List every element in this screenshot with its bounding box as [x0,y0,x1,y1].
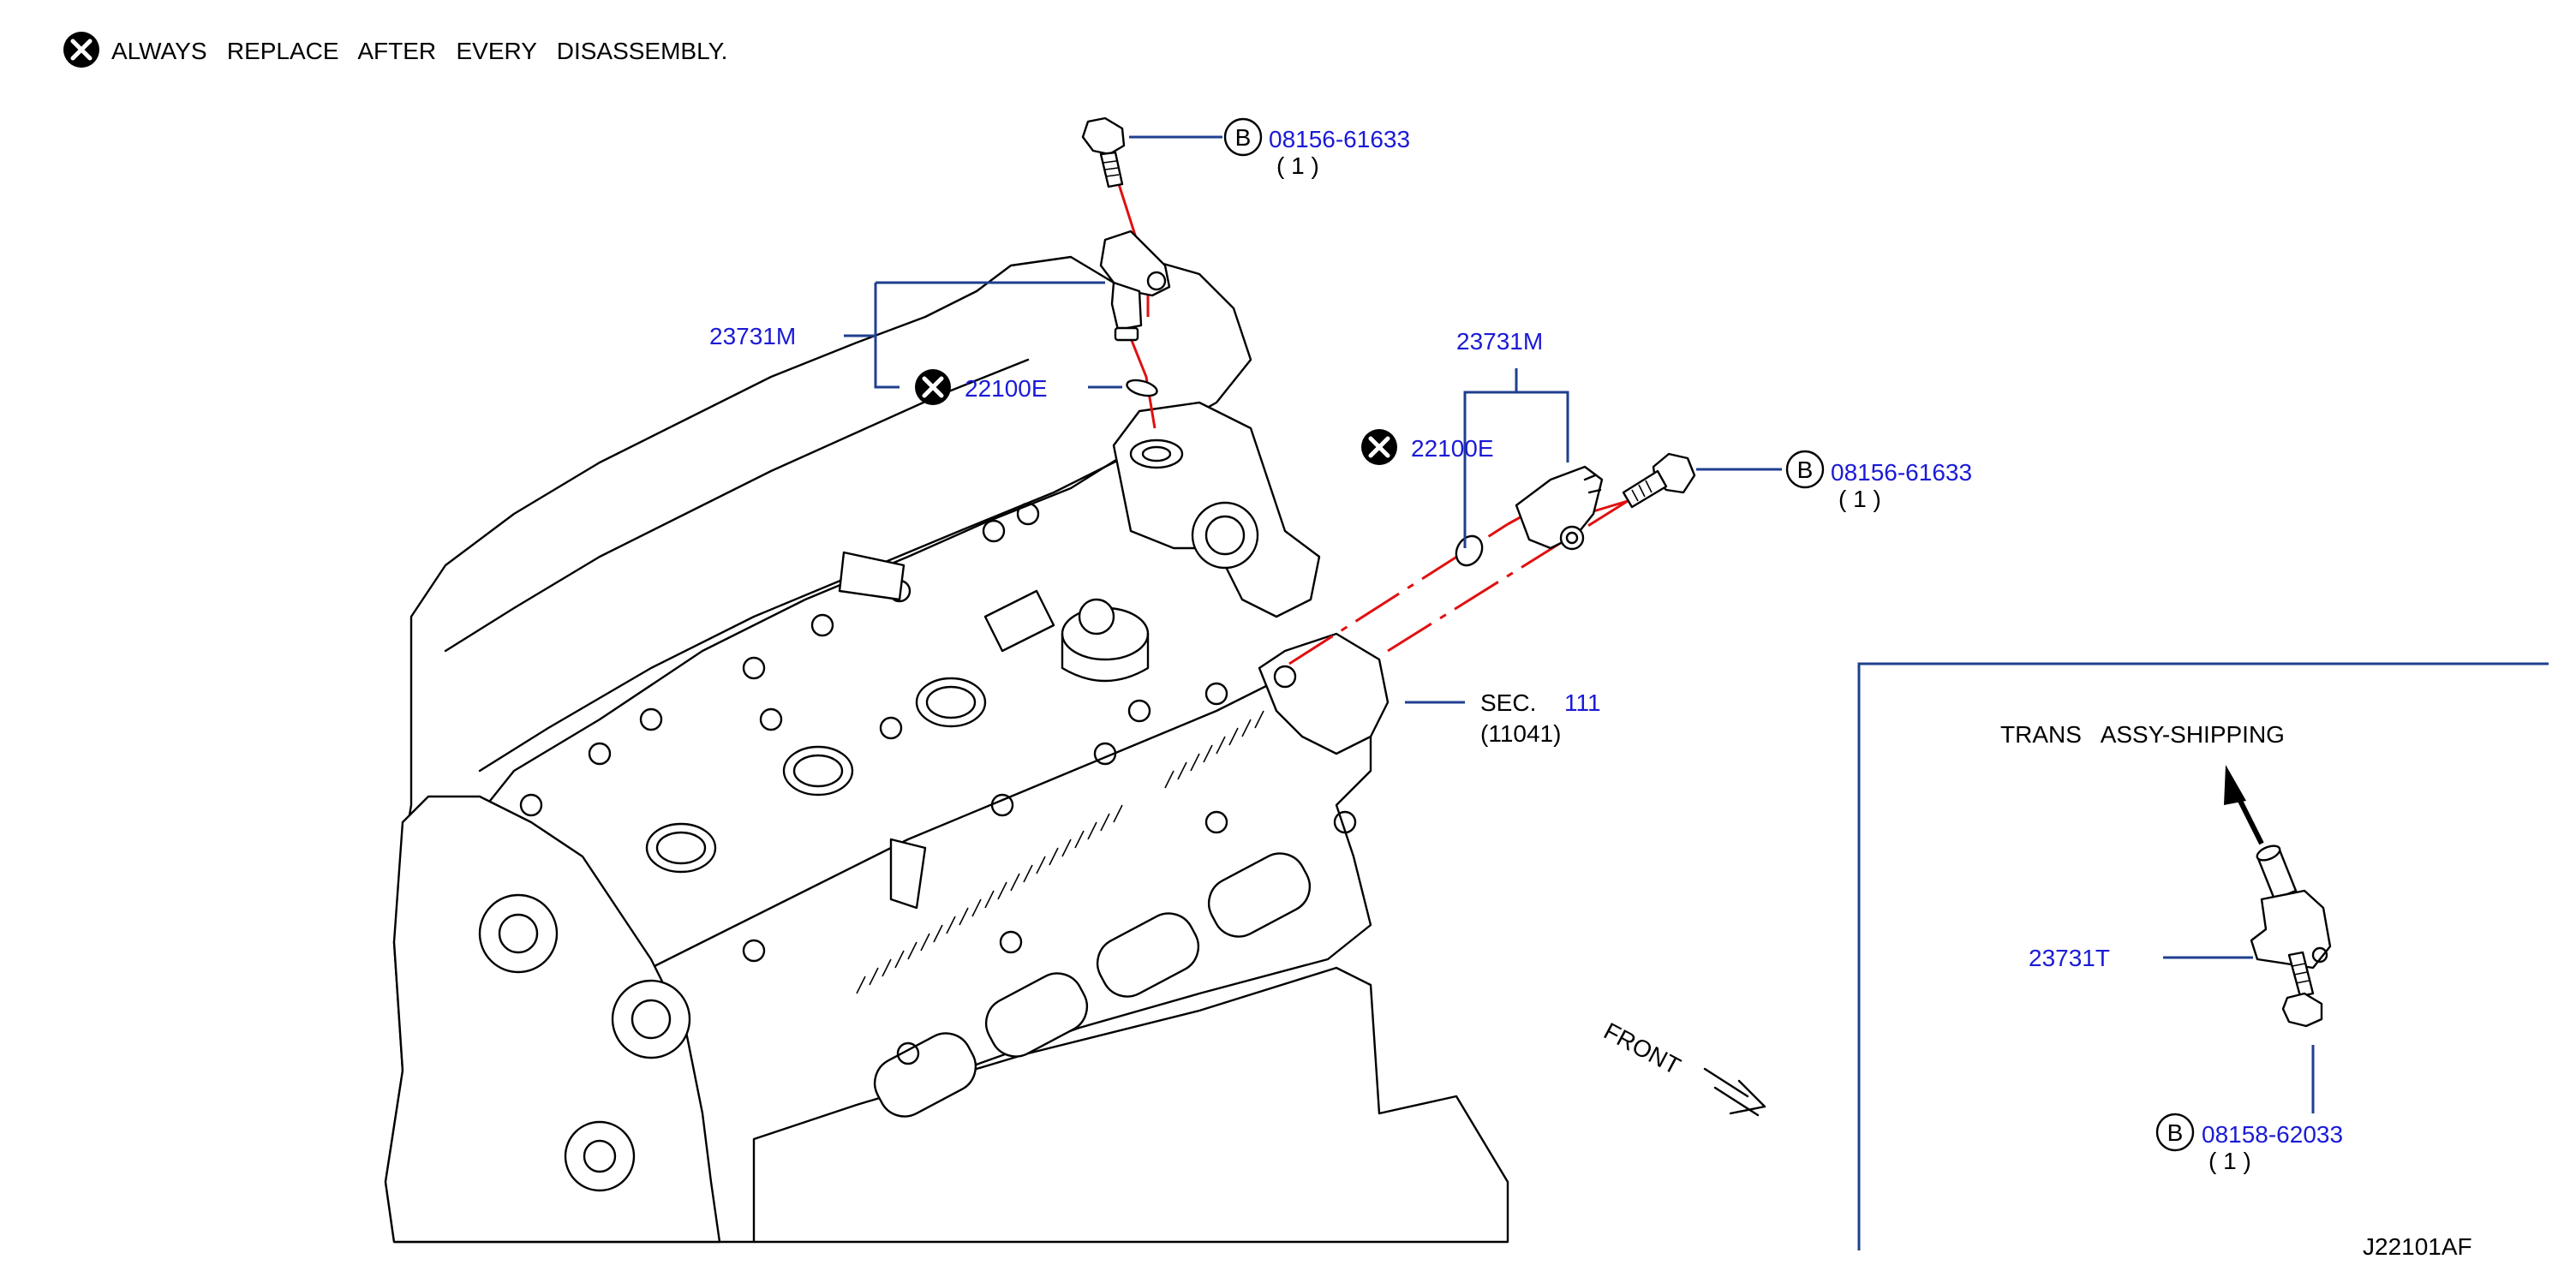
part-number-sensor-right[interactable]: 23731M [1456,328,1543,355]
right-sensor-group [1288,368,1782,665]
bolt-badge: B [1797,456,1814,483]
callout-bolt-inset: B 08158-62033 ( 1 ) [2155,1113,2343,1174]
diagram-id: J22101AF [2363,1233,2472,1260]
part-number-inset-bolt[interactable]: 08158-62033 [2202,1121,2343,1148]
front-label: FRONT [1599,1017,1685,1080]
crankshaft-sensor-icon [2250,844,2332,970]
o-ring-icon [1126,379,1158,397]
section-reference: SEC. 111 (11041) [1405,689,1601,747]
leader-bracket-top [874,283,900,389]
camshaft-sensor-icon [1099,230,1171,342]
section-prefix: SEC. [1480,689,1536,716]
note-text: ALWAYS REPLACE AFTER EVERY DISASSEMBLY. [111,38,727,64]
inset-border [1857,662,2549,1250]
qty-bolt-top: ( 1 ) [1276,152,1319,179]
x-circle-icon [63,32,99,68]
inset-title: TRANS ASSY-SHIPPING [2000,721,2285,748]
callout-oring-right: 22100E [1361,429,1494,465]
arrow-icon [1703,1067,1766,1117]
part-number-inset-sensor[interactable]: 23731T [2029,945,2110,971]
section-sub: (11041) [1480,720,1561,747]
replace-note: ALWAYS REPLACE AFTER EVERY DISASSEMBLY. [63,32,727,68]
top-sensor-group [844,116,1222,429]
qty-bolt-right: ( 1 ) [1838,486,1881,512]
part-number-sensor-top[interactable]: 23731M [709,323,796,349]
arrow-up-icon [2224,765,2264,845]
callout-oring-top: 22100E [915,369,1048,405]
bolt-badge: B [2167,1119,2184,1146]
camshaft-sensor-icon [1515,465,1604,551]
o-ring-icon [1455,534,1484,567]
bolt-icon [1622,452,1696,509]
callout-bolt-right: B 08156-61633 ( 1 ) [1785,450,1972,512]
part-number-oring-right[interactable]: 22100E [1411,435,1494,462]
inset-panel: TRANS ASSY-SHIPPING [1857,662,2549,1250]
bolt-icon [1081,116,1126,188]
bolt-badge: B [1235,124,1252,151]
cylinder-head-illustration [384,255,1509,1244]
x-circle-icon [915,369,951,405]
x-circle-icon [1361,429,1397,465]
callout-bolt-top: B 08156-61633 ( 1 ) [1223,117,1410,179]
part-number-oring-top[interactable]: 22100E [965,375,1048,402]
part-number-bolt-right[interactable]: 08156-61633 [1831,459,1972,486]
bolt-icon [2281,951,2323,1028]
front-indicator: FRONT [1599,1017,1766,1117]
qty-inset-bolt: ( 1 ) [2208,1148,2251,1174]
part-number-bolt-top[interactable]: 08156-61633 [1269,126,1410,152]
explode-line-right-a [1288,522,1509,665]
section-number[interactable]: 111 [1564,689,1601,716]
explode-line-right-b [1387,499,1629,653]
